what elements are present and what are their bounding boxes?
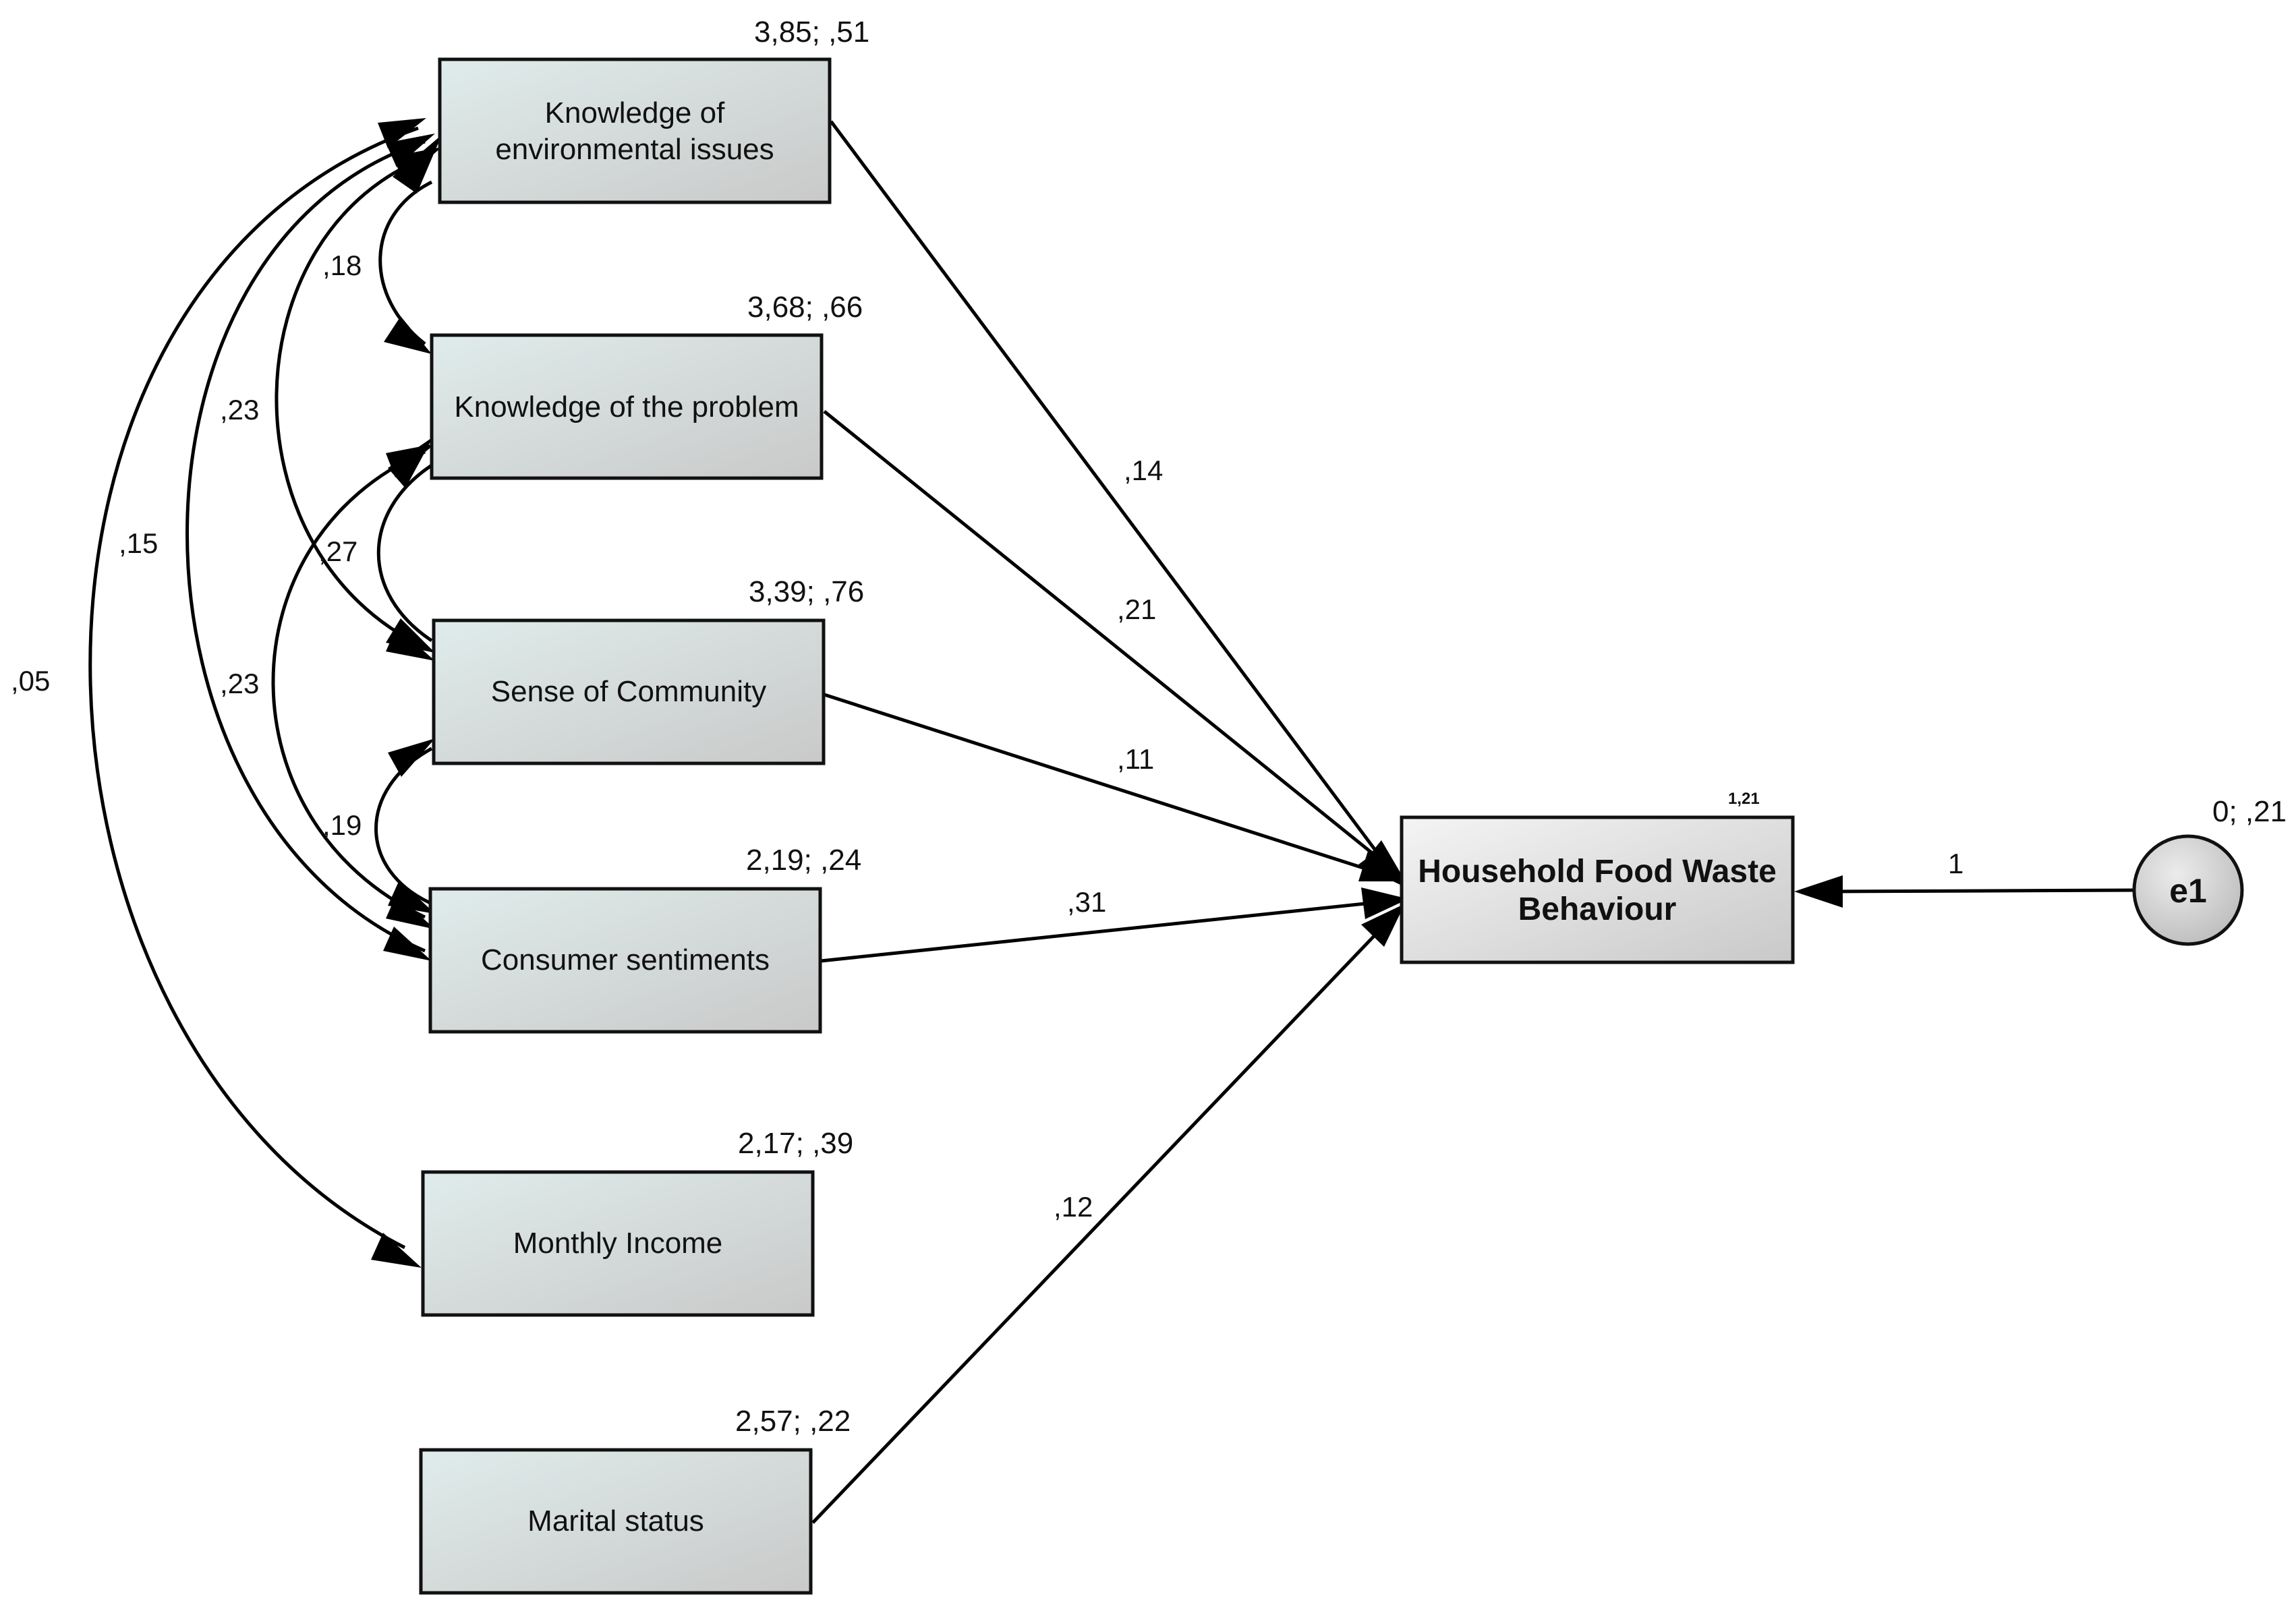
label-mi: Monthly Income bbox=[513, 1227, 723, 1260]
cov-value-kp-cs: ,23 bbox=[220, 668, 259, 699]
box-knowledge-env-issues bbox=[438, 57, 832, 204]
cov-kp-sc bbox=[376, 463, 433, 643]
path-cs-to-outcome bbox=[820, 900, 1385, 963]
label-sc: Sense of Community bbox=[491, 675, 766, 708]
weight-ms: ,12 bbox=[1054, 1191, 1093, 1223]
label-kei-line1: Knowledge of bbox=[545, 96, 725, 129]
box-monthly-income bbox=[421, 1170, 815, 1317]
error-stats: 0; ,21 bbox=[2212, 795, 2287, 828]
path-sc-to-outcome bbox=[824, 693, 1385, 877]
stats-cs: 2,19; ,24 bbox=[746, 844, 861, 877]
cov-value-sc-cs: ,19 bbox=[322, 809, 362, 841]
box-knowledge-problem bbox=[430, 333, 824, 480]
cov-kei-kp bbox=[378, 180, 433, 345]
stats-ms: 2,57; ,22 bbox=[735, 1405, 851, 1438]
arrowhead-ms bbox=[1361, 904, 1405, 947]
box-consumer-sentiments bbox=[428, 887, 822, 1034]
error-label: e1 bbox=[2169, 872, 2207, 910]
cov-value-kei-kp: ,18 bbox=[322, 250, 362, 281]
cov-kei-cs bbox=[185, 140, 426, 953]
regression-paths bbox=[811, 120, 2136, 1524]
covariance-arcs bbox=[88, 118, 442, 1268]
arrowhead-e1 bbox=[1794, 875, 1843, 908]
label-ms: Marital status bbox=[527, 1504, 704, 1538]
predictor-boxes bbox=[419, 57, 832, 1595]
cov-value-kei-sc: ,23 bbox=[220, 394, 259, 426]
cov-value-kei-mi: ,05 bbox=[11, 665, 50, 697]
weight-sc: ,11 bbox=[1117, 743, 1154, 775]
cov-kei-mi bbox=[88, 126, 419, 1250]
label-kei-line2: environmental issues bbox=[495, 133, 774, 166]
stats-kp: 3,68; ,66 bbox=[747, 291, 863, 324]
weight-kp: ,21 bbox=[1117, 593, 1156, 625]
stats-sc: 3,39; ,76 bbox=[749, 575, 864, 608]
error-circle bbox=[2132, 834, 2244, 946]
cov-kei-sc bbox=[275, 153, 432, 649]
path-ms-to-outcome bbox=[811, 933, 1377, 1524]
box-sense-community bbox=[432, 618, 826, 765]
cov-value-kp-sc: ,27 bbox=[318, 535, 357, 567]
outcome-label-line2: Behaviour bbox=[1518, 892, 1677, 927]
cov-value-kei-cs: ,15 bbox=[119, 527, 158, 559]
stats-mi: 2,17; ,39 bbox=[738, 1127, 853, 1160]
label-kp: Knowledge of the problem bbox=[454, 390, 799, 423]
weight-kei: ,14 bbox=[1124, 455, 1163, 486]
arrowhead-kp bbox=[1361, 840, 1404, 879]
arrowhead-cs bbox=[1361, 887, 1408, 919]
box-outcome bbox=[1400, 815, 1795, 964]
arrowhead-sc bbox=[1358, 851, 1406, 881]
outcome-intercept: 1,21 bbox=[1728, 790, 1760, 808]
path-kp-to-outcome bbox=[823, 410, 1383, 862]
path-kei-to-outcome bbox=[829, 120, 1378, 852]
box-marital-status bbox=[419, 1448, 813, 1595]
path-e1-to-outcome bbox=[1827, 888, 2136, 894]
label-cs: Consumer sentiments bbox=[481, 943, 770, 976]
stats-kei: 3,85; ,51 bbox=[754, 16, 869, 49]
weight-cs: ,31 bbox=[1067, 886, 1106, 918]
cov-kp-cs bbox=[271, 450, 426, 919]
outcome-label-line1: Household Food Waste bbox=[1418, 854, 1777, 889]
error-path-weight: 1 bbox=[1948, 848, 1963, 879]
